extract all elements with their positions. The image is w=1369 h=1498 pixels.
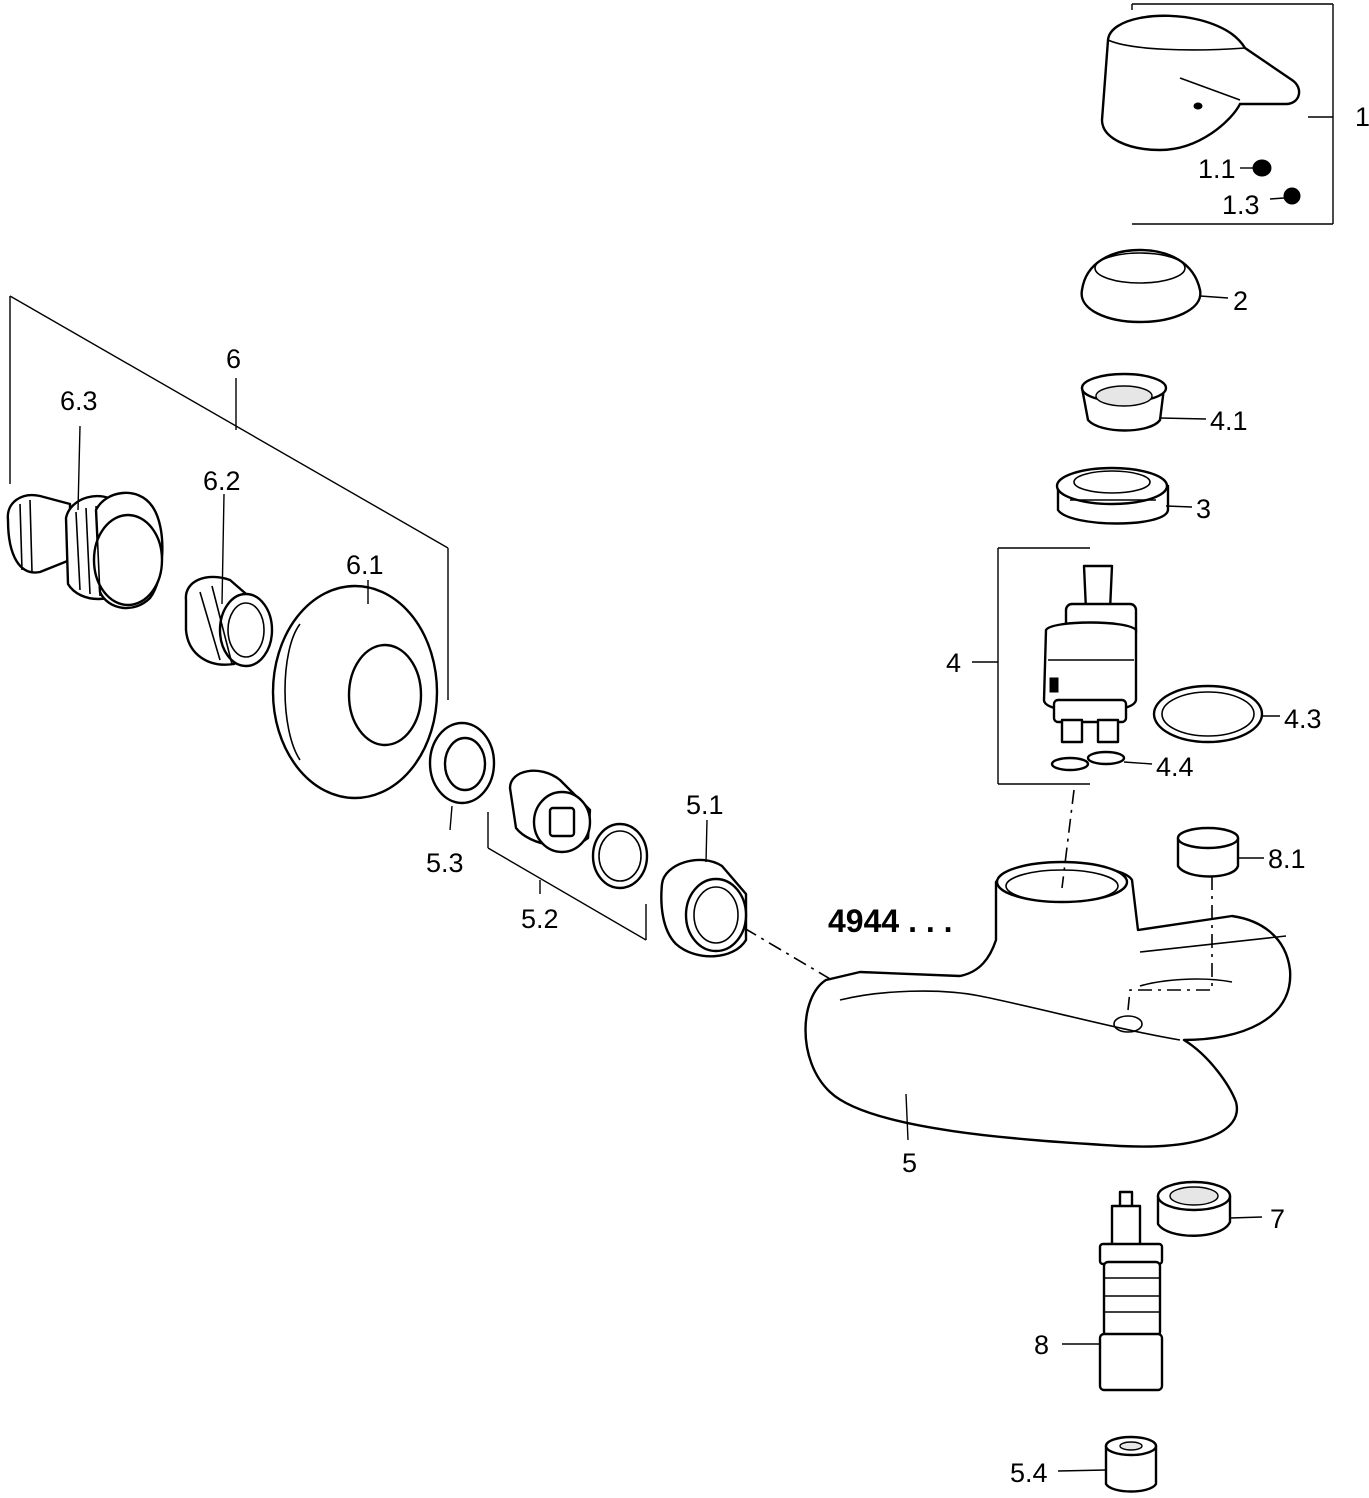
callout-6-2: 6.2: [203, 466, 241, 496]
callout-6: 6: [226, 344, 241, 374]
callout-4-1: 4.1: [1210, 406, 1248, 436]
model-number: 4944 . . .: [828, 903, 953, 939]
callout-4-3: 4.3: [1284, 704, 1322, 734]
part-2-cover-cap: [1080, 248, 1229, 324]
part-6-bracket: [9, 295, 449, 700]
part-4-4-seals: [1050, 750, 1153, 772]
callout-1: 1: [1355, 102, 1369, 132]
callout-5-2: 5.2: [521, 904, 559, 934]
callout-6-3: 6.3: [60, 386, 98, 416]
callout-5-4: 5.4: [1010, 1458, 1048, 1488]
assembly-axis-lines: [743, 789, 1213, 1011]
part-5-4-insert: [1057, 1435, 1158, 1493]
callout-1-1: 1.1: [1198, 154, 1236, 184]
part-6-1-rosette: [271, 580, 439, 800]
callout-7: 7: [1270, 1204, 1285, 1234]
callout-4: 4: [946, 648, 961, 678]
part-6-2-sleeve: [184, 493, 274, 668]
part-4-3-o-ring: [1152, 684, 1280, 744]
part-7-retaining-ring: [1156, 1180, 1263, 1237]
part-8-diverter-cartridge: [1062, 1190, 1164, 1392]
callout-1-3: 1.3: [1222, 190, 1260, 220]
part-4-cartridge: [972, 547, 1138, 785]
callout-4-4: 4.4: [1156, 752, 1194, 782]
part-5-3-washer: [428, 721, 496, 831]
part-1-3-cap: [1269, 187, 1301, 205]
part-5-mixer-body: [804, 860, 1292, 1148]
callout-5-1: 5.1: [686, 790, 724, 820]
callout-6-1: 6.1: [346, 550, 384, 580]
callout-5-3: 5.3: [426, 848, 464, 878]
callout-8: 8: [1034, 1330, 1049, 1360]
callout-8-1: 8.1: [1268, 844, 1306, 874]
part-5-1-union-nut: [660, 819, 748, 958]
callout-3: 3: [1196, 494, 1211, 524]
part-4-1-spline-adapter: [1080, 372, 1207, 432]
part-1-lever-handle: [1100, 3, 1334, 225]
callout-2: 2: [1233, 286, 1248, 316]
callout-5: 5: [902, 1148, 917, 1178]
part-5-2-nipple-set: [487, 769, 649, 941]
part-3-ring-nut: [1055, 466, 1193, 525]
part-6-3-eccentric-connector: [6, 425, 164, 610]
part-8-1-cap: [1176, 826, 1264, 878]
part-1-1-screw: [1240, 159, 1272, 177]
